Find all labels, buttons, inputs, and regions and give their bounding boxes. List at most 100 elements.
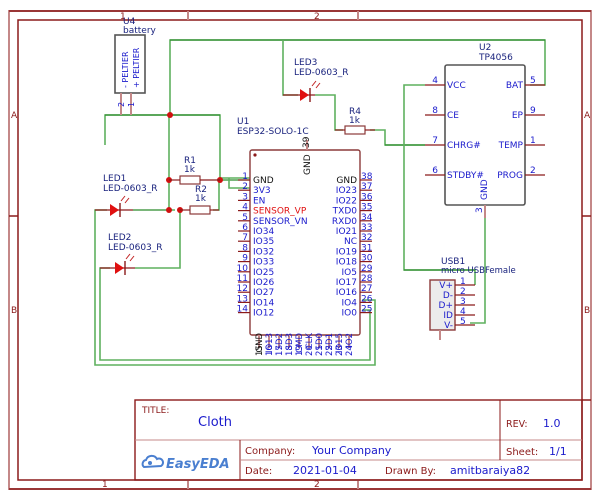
- u1-pin-num: 18: [285, 345, 295, 356]
- usb1-pin-name: V+: [439, 281, 453, 291]
- u1-pin-num: 34: [361, 213, 373, 223]
- u1-pin-name: IO5: [342, 268, 357, 278]
- u1-pin-num: 3: [242, 192, 248, 202]
- u2-pin-name: VCC: [447, 81, 466, 91]
- cloud-icon: [141, 454, 164, 469]
- u1-pin-name: NC: [344, 237, 357, 247]
- u1-pin-name: IO22: [336, 196, 357, 206]
- u1-pin-name: IO35: [253, 237, 274, 247]
- usb1-pin-num: 2: [460, 287, 466, 297]
- u1-pin-num: 37: [361, 182, 372, 192]
- r2[interactable]: R2 1k: [180, 185, 219, 215]
- u1-pin-name: IO26: [253, 278, 274, 288]
- u2-pin-num: 1: [530, 136, 536, 146]
- led3[interactable]: LED3 LED-0603_R: [283, 58, 349, 102]
- u2-pin-name: CHRG#: [447, 141, 481, 151]
- u1-pin-name: IO25: [253, 268, 274, 278]
- u1-pin-num: 30: [361, 254, 373, 264]
- u1-pin-name: IO12: [253, 309, 274, 319]
- r2-value: 1k: [195, 194, 207, 204]
- sheet-value: 1/1: [549, 445, 567, 458]
- u1-pin-num: 7: [242, 233, 248, 243]
- u1-pin-name: 3V3: [253, 186, 271, 196]
- u1-pin-name: IO27: [253, 288, 274, 298]
- u1-pin-num: 9: [242, 254, 248, 264]
- u1-pin-num: 32: [361, 233, 372, 243]
- u4-pin1-num: 1: [127, 102, 136, 107]
- usb1-ref: USB1: [441, 257, 465, 267]
- u1-pin-name: SENSOR_VP: [253, 207, 307, 217]
- u1-pin-name: EN: [253, 196, 265, 206]
- u4-pin1-name: + PELTIER: [132, 47, 141, 88]
- u4-pin2-num: 2: [117, 102, 126, 107]
- date-value: 2021-01-04: [293, 464, 357, 477]
- u1-pin-num: 25: [361, 305, 372, 315]
- column-label-1-bottom: 1: [102, 480, 108, 490]
- drawn-by-label: Drawn By:: [385, 466, 436, 477]
- led3-value: LED-0603_R: [294, 68, 349, 78]
- u4-pin2-name: - PELTIER: [121, 51, 130, 88]
- u1-pin-name: SD2: [275, 333, 285, 350]
- column-label-2: 2: [314, 12, 320, 22]
- u1-pin-num: 22: [325, 345, 335, 356]
- u1-pin-name: SENSOR_VN: [253, 217, 308, 227]
- u1-pin-name: IO4: [342, 298, 358, 308]
- led1-value: LED-0603_R: [103, 184, 158, 194]
- row-label-a: A: [11, 111, 18, 121]
- column-label-2-bottom: 2: [314, 480, 320, 490]
- u1-pin-num: 14: [237, 305, 249, 315]
- date-label: Date:: [245, 466, 272, 477]
- u1-pin-num: 12: [237, 284, 248, 294]
- u2-pin-name: STDBY#: [447, 171, 484, 181]
- usb1-pin-num: 1: [460, 277, 466, 287]
- u1-pin-num: 16: [265, 345, 275, 356]
- u2-value: TP4056: [478, 53, 513, 63]
- u1-pin-num: 17: [275, 345, 285, 356]
- u1-pin-name: IO2: [345, 333, 355, 348]
- u1-pin-num: 10: [237, 264, 249, 274]
- usb1-pin-num: 5: [460, 317, 466, 327]
- u1-pin-name: IO32: [253, 247, 274, 257]
- u1-pin-num: 33: [361, 223, 372, 233]
- led1[interactable]: LED1 LED-0603_R: [95, 174, 158, 217]
- u1-pin-name: IO18: [336, 258, 357, 268]
- u1-pin-num: 38: [361, 172, 373, 182]
- u1-pin-name: IO23: [336, 186, 357, 196]
- u1-pin-num: 27: [361, 284, 372, 294]
- u1-pin-num: 19: [295, 345, 305, 356]
- u1-pin-num: 2: [242, 182, 248, 192]
- u2-ref: U2: [479, 43, 491, 53]
- u1-pin-name: IO14: [253, 298, 274, 308]
- u4-ref: U4: [123, 17, 136, 27]
- u2-pin-name: TEMP: [498, 141, 524, 151]
- u1-pin-name: IO16: [336, 288, 357, 298]
- title-value: Cloth: [198, 415, 232, 430]
- u2-pin-name: BAT: [506, 81, 524, 91]
- u1-pin-name: IO33: [253, 258, 274, 268]
- u1-pin-num: 5: [242, 213, 248, 223]
- u1-pin-num: 4: [242, 203, 248, 213]
- led1-diode-icon: [110, 204, 119, 216]
- row-label-a-right: A: [584, 111, 591, 121]
- r1-ref: R1: [184, 156, 196, 166]
- r1[interactable]: R1 1k: [169, 156, 220, 185]
- u4-battery[interactable]: U4 battery - PELTIER + PELTIER 2 1: [114, 17, 157, 115]
- u1-ref: U1: [237, 117, 249, 127]
- usb1-value: micro USBFemale: [441, 266, 516, 276]
- u1-pin-name: GND: [336, 176, 357, 186]
- usb1-pin-num: 4: [460, 307, 466, 317]
- u1-pin39-num: 39: [302, 136, 312, 148]
- u1-pin-num: 23: [335, 345, 345, 356]
- r4[interactable]: R4 1k: [335, 107, 375, 135]
- logo-text: EasyEDA: [166, 457, 230, 472]
- column-label-1: 1: [120, 12, 126, 22]
- u2-pin-num: 5: [530, 76, 536, 86]
- led1-ref: LED1: [103, 174, 126, 184]
- led2[interactable]: LED2 LED-0603_R: [100, 233, 163, 275]
- u1-pin-num: 13: [237, 294, 248, 304]
- usb1-pin-name: V-: [444, 321, 453, 331]
